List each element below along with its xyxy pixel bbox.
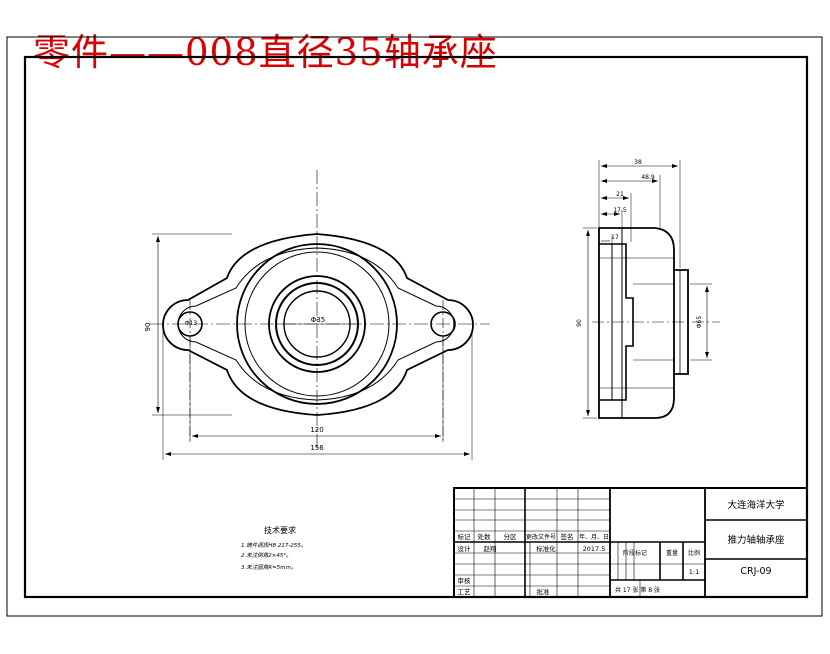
front-view-arrows — [156, 236, 470, 456]
side-view — [583, 160, 720, 419]
dim-side-38: 38 — [634, 159, 642, 166]
dim-side-48-9: 48.9 — [641, 174, 655, 181]
dim-side-height: 90 — [576, 319, 583, 327]
tb-label-date: 年、月、日 — [579, 533, 609, 541]
tb-design-label: 设计 — [458, 544, 472, 553]
tb-ratio-label: 比例 — [688, 549, 700, 557]
dim-hole-spacing: 120 — [310, 426, 323, 434]
tb-weight-label: 重量 — [666, 549, 678, 557]
dim-side-17: 17 — [611, 234, 619, 241]
tb-review-label: 审核 — [458, 576, 472, 585]
tech-req-item-3: 3.未注圆角R=5mm。 — [241, 564, 296, 571]
dim-overall-length: 156 — [310, 444, 324, 452]
tb-label-count: 处数 — [478, 532, 492, 541]
tb-designer: 赵翔 — [484, 544, 498, 553]
tb-school: 大连海洋大学 — [727, 499, 784, 511]
side-view-arrows — [586, 164, 709, 416]
dim-bore: Φ35 — [311, 316, 325, 324]
tb-label-zone: 分区 — [504, 532, 518, 541]
tb-stage-label: 阶段标记 — [623, 549, 647, 557]
tb-sheets: 共 17 张 第 8 张 — [615, 586, 660, 594]
front-view — [150, 170, 490, 460]
tb-scale: 1:1 — [689, 568, 699, 576]
tb-process-label: 工艺 — [458, 588, 472, 596]
dim-height-front: 90 — [144, 323, 152, 332]
outer-frame — [6, 36, 823, 617]
tech-req-item-1: 1.铸件调质HB 217-255。 — [241, 542, 306, 549]
dim-side-17-5: 17.5 — [613, 207, 627, 214]
tb-part-name: 推力轴轴承座 — [727, 534, 785, 546]
tb-drawing-no: CRJ-09 — [740, 566, 771, 577]
tech-req-heading: 技术要求 — [264, 525, 296, 535]
tb-std-label: 标准化 — [536, 544, 556, 553]
tb-label-mark: 标记 — [458, 532, 472, 541]
dim-side-21: 21 — [616, 191, 624, 198]
tech-req-item-2: 2.未注倒角2×45°。 — [241, 552, 292, 559]
inner-frame — [23, 55, 809, 599]
drawing-title-overlay: 零件——008直径35轴承座 — [33, 31, 498, 74]
tb-label-change-doc: 更改文件号 — [526, 533, 556, 541]
dim-side-hub: Φ65 — [696, 316, 703, 329]
title-block — [453, 487, 808, 598]
dim-hole: Φ13 — [185, 320, 198, 327]
tb-approve-label: 批准 — [537, 587, 551, 596]
title-block-text: 标记 处数 分区 更改文件号 签名 年、月、日 设计 赵翔 标准化 2017.5… — [458, 499, 785, 596]
tb-label-sign: 签名 — [561, 532, 574, 541]
tb-date: 2017.5 — [583, 545, 606, 553]
